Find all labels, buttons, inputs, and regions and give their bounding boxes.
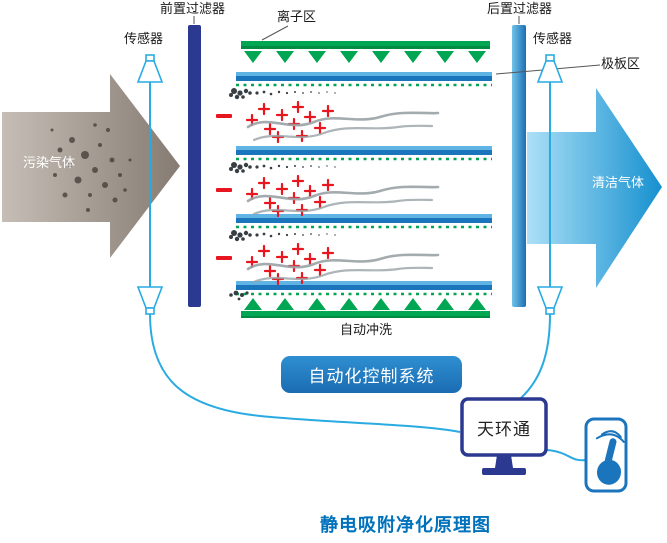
post-filter-label: 后置过滤器 [487, 1, 553, 16]
collector-plates [236, 72, 492, 296]
sensor-right-label: 传感器 [533, 31, 573, 46]
auto-wash-bar [241, 298, 490, 318]
signal-wires [149, 313, 587, 462]
sensor-left-top-cap [145, 54, 155, 62]
ion-zone-bar [241, 41, 490, 63]
sensor-right-bottom-cap [545, 307, 555, 315]
control-system-label: 自动化控制系统 [308, 367, 435, 386]
plate-zone-label: 极板区 [601, 56, 641, 71]
monitor-base [482, 468, 526, 475]
clean-gas-label: 清洁气体 [592, 175, 645, 190]
monitor-screen-label: 天环通 [477, 419, 531, 439]
sensor-right-bottom-funnel-icon [536, 286, 564, 309]
wire-left-sensor-to-monitor [149, 313, 461, 433]
ion-zone-label: 离子区 [277, 9, 317, 24]
phone [584, 417, 628, 493]
pre-filter-bar [188, 25, 201, 307]
sensor-left-bottom-cap [145, 307, 155, 315]
sensor-left-label: 传感器 [124, 31, 164, 46]
polluted-gas-label: 污染气体 [23, 155, 76, 170]
wire-monitor-to-phone [546, 449, 587, 462]
monitor [460, 397, 548, 475]
wire-right-sensor-to-monitor [520, 313, 551, 399]
sensor-left-bottom-funnel-icon [136, 286, 164, 309]
discharge-channel-1 [214, 86, 440, 144]
discharge-channel-2 [214, 160, 440, 218]
monitor-stand [495, 455, 513, 468]
sensor-right-top-funnel-icon [536, 60, 564, 83]
sensor-right-top-cap [545, 54, 555, 62]
dust-cluster-bottom [229, 290, 249, 301]
clean-gas-arrow [527, 88, 662, 288]
touch-hand-icon [595, 430, 625, 485]
auto-wash-label: 自动冲洗 [340, 322, 393, 337]
sensor-left [136, 54, 164, 315]
ion-down-arrows [244, 51, 486, 63]
polluted-gas-arrow [2, 74, 180, 258]
diagram-title: 静电吸附净化原理图 [320, 515, 491, 535]
sensor-left-top-funnel-icon [136, 60, 164, 83]
discharge-channel-3 [214, 228, 440, 286]
wash-up-arrows [244, 298, 486, 310]
dust-specks [50, 123, 132, 212]
label-pointer-lines [193, 16, 601, 75]
pre-filter-label: 前置过滤器 [160, 1, 226, 16]
control-system-box: 自动化控制系统 [281, 356, 462, 393]
sensor-right [536, 54, 564, 315]
post-filter-bar [512, 25, 526, 307]
